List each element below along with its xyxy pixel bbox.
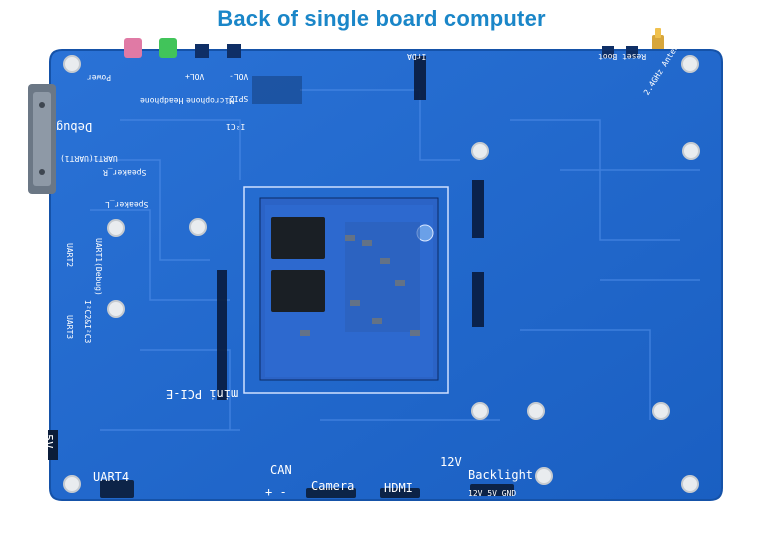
som-module [265, 205, 434, 377]
label-can: CAN [270, 463, 292, 477]
label-uart3: UART3 [65, 315, 74, 340]
label-boot: Boot [598, 52, 618, 61]
label-mini-pcie: mini PCI-E [166, 387, 239, 401]
label-backlight-pins: 12V 5V GND [468, 489, 517, 498]
label-i2c-i2c3: I²C2&I²C3 [83, 300, 92, 344]
label-microphone: Microphone [186, 96, 235, 105]
label-12v: 12V [440, 455, 462, 469]
label-spi2: SPI2 [229, 94, 249, 103]
power-jack [48, 430, 58, 460]
label-uart1-debug: UART1(Debug) [94, 238, 103, 296]
label-uart1: UART1(UART1) [60, 154, 118, 163]
pcb-traces [80, 89, 700, 431]
label-can-pm: + - [265, 485, 287, 499]
label-headphone: Headphone [140, 96, 184, 105]
page-title: Back of single board computer [217, 6, 546, 31]
top-connectors [124, 38, 638, 58]
mounting-holes [63, 55, 700, 493]
label-vol-minus: VOL- [229, 72, 249, 81]
label-reset: Reset [622, 52, 647, 61]
label-speaker-l: Speaker_L [105, 200, 149, 209]
label-uart4: UART4 [93, 470, 130, 484]
label-camera: Camera [311, 479, 355, 493]
label-speaker-r: Speaker_R [103, 168, 147, 177]
label-hdmi: HDMI [384, 481, 413, 495]
label-backlight: Backlight [468, 468, 534, 482]
label-power: Power [87, 73, 112, 82]
label-uart2: UART2 [65, 243, 74, 268]
label-debug: Debug [56, 120, 93, 134]
som-frame-outer [243, 186, 449, 394]
label-irda: IrDA [407, 52, 427, 61]
bottom-connectors [100, 480, 514, 498]
label-5v: 5V [41, 434, 55, 449]
label-i2c1: I²C1 [226, 122, 246, 131]
serial-port [28, 84, 56, 194]
label-vol-plus: VOL+ [185, 72, 205, 81]
header-pins [217, 56, 484, 400]
